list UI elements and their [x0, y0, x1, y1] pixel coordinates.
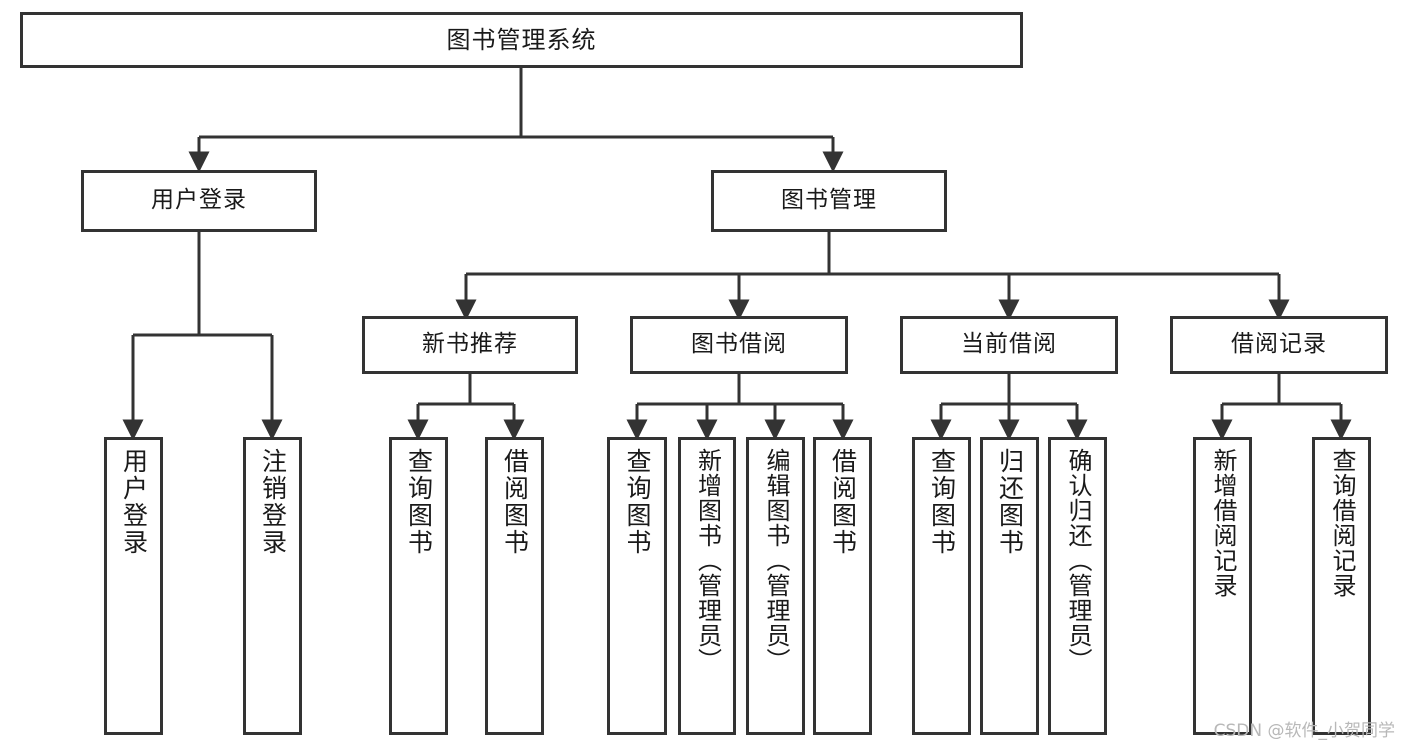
node-leaf-query-book-borrow[interactable]: 查询图书	[607, 437, 667, 735]
node-leaf-query-book-recommend[interactable]: 查询图书	[389, 437, 448, 735]
node-label: 查询借阅记录	[1327, 448, 1356, 598]
node-user-login[interactable]: 用户登录	[81, 170, 317, 232]
node-label: 编辑图书（管理员）	[761, 448, 790, 673]
node-label: 注销登录	[258, 448, 288, 556]
node-book-management[interactable]: 图书管理	[711, 170, 947, 232]
node-leaf-borrow-book[interactable]: 借阅图书	[813, 437, 872, 735]
node-label: 查询图书	[404, 448, 434, 556]
node-label: 借阅图书	[500, 448, 530, 556]
node-borrow-record[interactable]: 借阅记录	[1170, 316, 1388, 374]
node-leaf-user-login[interactable]: 用户登录	[104, 437, 163, 735]
node-leaf-add-book-admin[interactable]: 新增图书（管理员）	[678, 437, 736, 735]
node-leaf-borrow-book-recommend[interactable]: 借阅图书	[485, 437, 544, 735]
node-label: 归还图书	[995, 448, 1025, 556]
node-new-book-recommend[interactable]: 新书推荐	[362, 316, 578, 374]
node-leaf-return-book[interactable]: 归还图书	[980, 437, 1039, 735]
node-label: 确认归还（管理员）	[1063, 448, 1092, 673]
node-label: 新书推荐	[422, 331, 518, 358]
node-label: 借阅图书	[828, 448, 858, 556]
node-root-book-management-system[interactable]: 图书管理系统	[20, 12, 1023, 68]
node-label: 借阅记录	[1231, 331, 1327, 358]
node-leaf-confirm-return-admin[interactable]: 确认归还（管理员）	[1048, 437, 1107, 735]
node-leaf-edit-book-admin[interactable]: 编辑图书（管理员）	[746, 437, 805, 735]
node-label: 用户登录	[151, 187, 247, 214]
node-leaf-logout-login[interactable]: 注销登录	[243, 437, 302, 735]
node-leaf-add-borrow-record[interactable]: 新增借阅记录	[1193, 437, 1252, 735]
node-leaf-query-book-current[interactable]: 查询图书	[912, 437, 971, 735]
node-label: 查询图书	[927, 448, 957, 556]
node-label: 图书借阅	[691, 331, 787, 358]
node-current-borrow[interactable]: 当前借阅	[900, 316, 1118, 374]
node-label: 图书管理系统	[446, 25, 597, 54]
node-label: 当前借阅	[961, 331, 1057, 358]
node-label: 图书管理	[781, 187, 877, 214]
node-label: 查询图书	[623, 448, 652, 556]
csdn-watermark: CSDN @软件_小贺同学	[1213, 721, 1395, 741]
node-label: 新增借阅记录	[1208, 448, 1237, 598]
node-book-borrow[interactable]: 图书借阅	[630, 316, 848, 374]
node-leaf-query-borrow-record[interactable]: 查询借阅记录	[1312, 437, 1371, 735]
node-label: 用户登录	[119, 448, 149, 556]
node-label: 新增图书（管理员）	[693, 448, 722, 673]
